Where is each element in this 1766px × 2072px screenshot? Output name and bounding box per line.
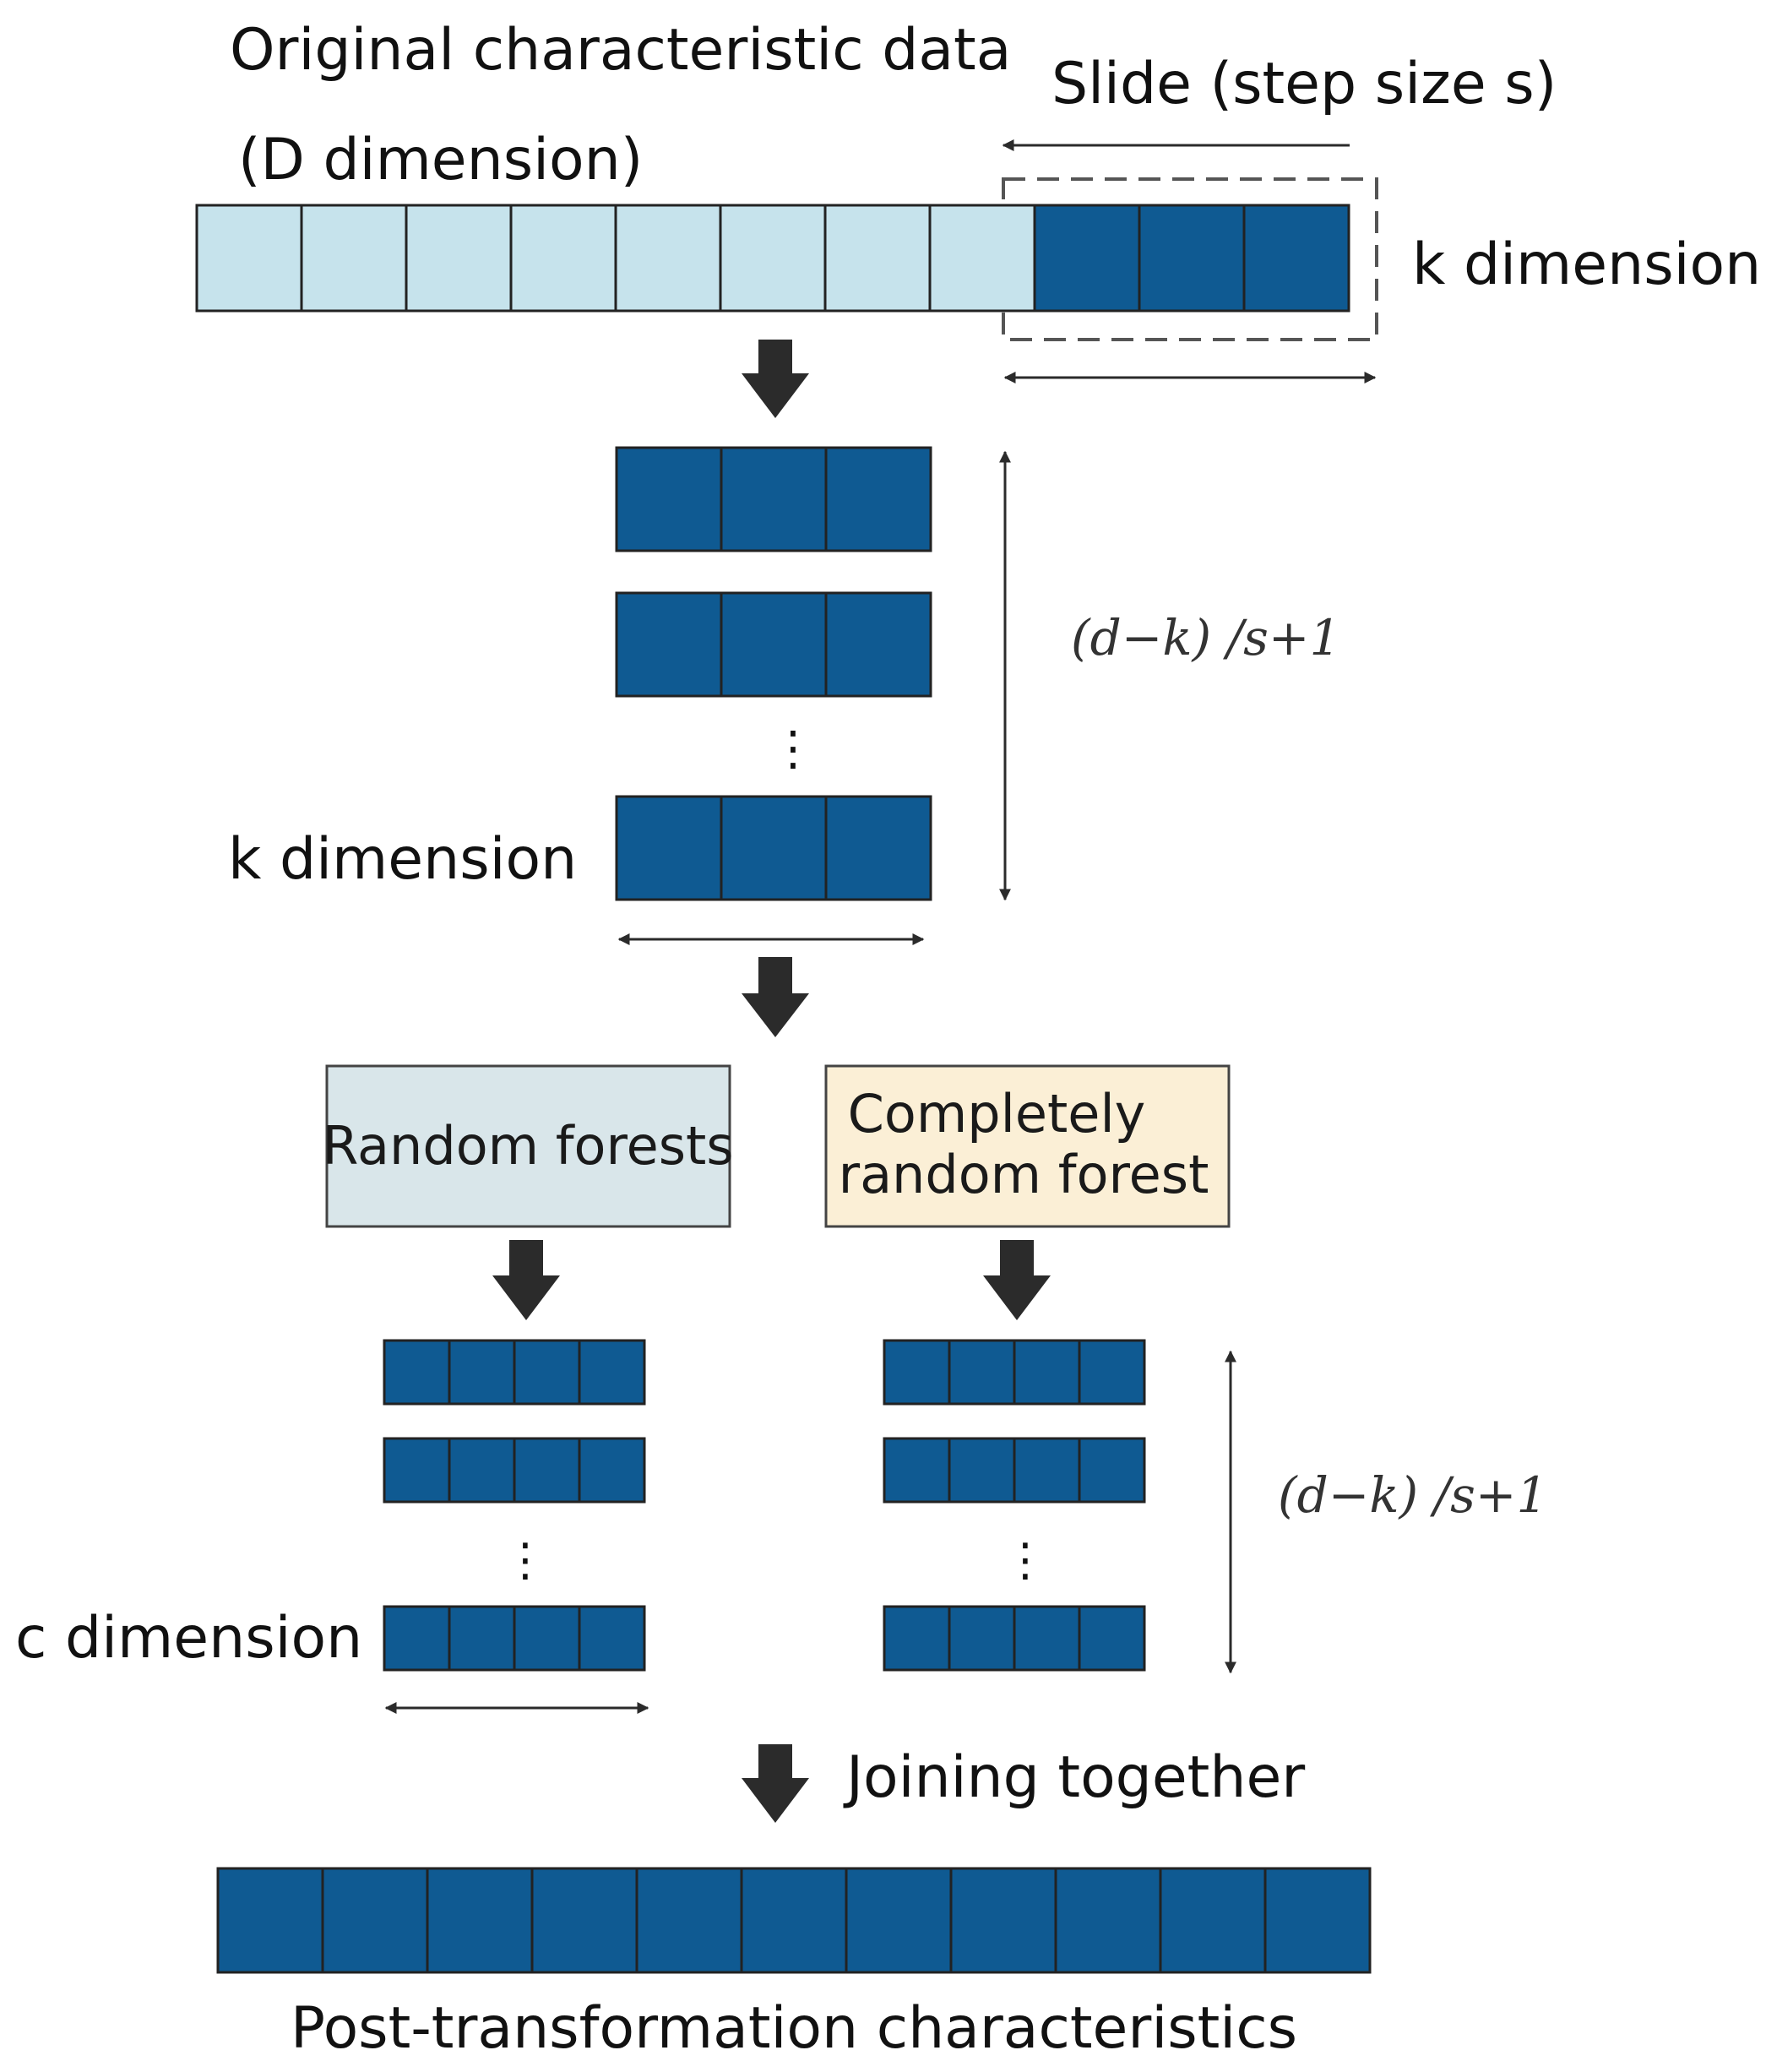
random-forest-output-cell [578, 1605, 646, 1672]
original-feature-cell [928, 204, 1036, 313]
post-transformation-cell [426, 1867, 534, 1974]
completely-random-forest-output-cell [883, 1437, 951, 1504]
random-forest-output-cell [513, 1605, 581, 1672]
random-forest-output-cell [578, 1339, 646, 1406]
k-dimension-row-cell [615, 591, 723, 698]
completely-random-forest-output-cell [1013, 1605, 1081, 1672]
random-forest-output-cell [578, 1437, 646, 1504]
k-dimension-row-cell [824, 795, 932, 901]
random-forest-output-cell [448, 1605, 516, 1672]
original-feature-cell [300, 204, 408, 313]
completely-random-forest-box [824, 1064, 1231, 1228]
completely-random-forest-output-cell [883, 1605, 951, 1672]
completely-random-forest-output-cell [1078, 1339, 1146, 1406]
completely-random-forest-output-cell [883, 1339, 951, 1406]
down-arrow-2 [742, 957, 809, 1037]
k-dimension-row-cell [615, 446, 723, 552]
completely-random-forest-output-cell [1013, 1437, 1081, 1504]
original-feature-cell [719, 204, 827, 313]
completely-random-forest-label-line2: random forest [839, 1144, 1209, 1205]
random-forest-output-cell [513, 1339, 581, 1406]
post-transformation-cell [740, 1867, 848, 1974]
k-dimension-label-top: k dimension [1412, 231, 1761, 298]
down-arrow-random-forest [492, 1240, 560, 1320]
random-forest-output-cell [383, 1605, 451, 1672]
completely-random-forest-output-cell [948, 1339, 1016, 1406]
completely-random-forest-output-rows [883, 1339, 1146, 1672]
post-transformation-cell [321, 1867, 429, 1974]
original-feature-cell [405, 204, 513, 313]
random-forests-label: Random forests [322, 1115, 733, 1177]
original-feature-cell [1138, 204, 1246, 313]
random-forest-output-cell [448, 1339, 516, 1406]
down-arrow-1 [742, 340, 809, 418]
random-forest-output-cell [383, 1339, 451, 1406]
post-transformation-cell [949, 1867, 1057, 1974]
post-transformation-cell [216, 1867, 324, 1974]
original-feature-cell [509, 204, 617, 313]
down-arrow-join [742, 1744, 809, 1823]
k-dimension-row-cell [824, 591, 932, 698]
completely-random-forest-output-cell [1013, 1339, 1081, 1406]
original-feature-cell [1242, 204, 1350, 313]
down-arrow-completely-random-forest [983, 1240, 1051, 1320]
original-feature-cell [195, 204, 303, 313]
post-transformation-cell [1263, 1867, 1372, 1974]
rows-count-formula-2: (d−k) /s+1 [1278, 1466, 1547, 1524]
c-dimension-label: c dimension [15, 1605, 362, 1672]
random-forest-output-cell [513, 1437, 581, 1504]
random-forests-box [325, 1064, 731, 1228]
original-data-title: Original characteristic data [230, 17, 1011, 84]
k-dimension-label-mid: k dimension [228, 826, 577, 893]
random-forest-output-cell [383, 1437, 451, 1504]
original-feature-bar [195, 204, 1350, 313]
completely-random-forest-output-cell [1078, 1437, 1146, 1504]
post-transformation-cell [635, 1867, 743, 1974]
slide-label: Slide (step size s) [1051, 51, 1557, 117]
k-dimension-row-cell [824, 446, 932, 552]
random-forest-output-cell [448, 1437, 516, 1504]
completely-random-forest-output-cell [948, 1437, 1016, 1504]
joining-label: Joining together [843, 1744, 1305, 1811]
post-transformation-label: Post-transformation characteristics [291, 1995, 1297, 2062]
random-forest-output-rows [383, 1339, 646, 1672]
original-feature-cell [1033, 204, 1141, 313]
mid-ellipsis: ⋮ [769, 721, 817, 776]
post-transformation-cell [530, 1867, 638, 1974]
k-dimension-row-cell [720, 446, 828, 552]
right-ellipsis: ⋮ [1003, 1533, 1048, 1586]
original-data-dimension: (D dimension) [238, 127, 643, 193]
completely-random-forest-output-cell [1078, 1605, 1146, 1672]
post-transformation-cell [1159, 1867, 1267, 1974]
post-transformation-cell [1054, 1867, 1162, 1974]
k-dimension-row-cell [615, 795, 723, 901]
completely-random-forest-label-line1: Completely [848, 1083, 1146, 1145]
k-dimension-row-cell [720, 591, 828, 698]
post-transformation-bar [216, 1867, 1372, 1974]
post-transformation-cell [845, 1867, 953, 1974]
completely-random-forest-output-cell [948, 1605, 1016, 1672]
rows-count-formula-1: (d−k) /s+1 [1071, 609, 1340, 666]
original-feature-cell [823, 204, 932, 313]
k-dimension-row-cell [720, 795, 828, 901]
left-ellipsis: ⋮ [503, 1533, 548, 1586]
original-feature-cell [614, 204, 722, 313]
k-dimension-rows [615, 446, 932, 901]
